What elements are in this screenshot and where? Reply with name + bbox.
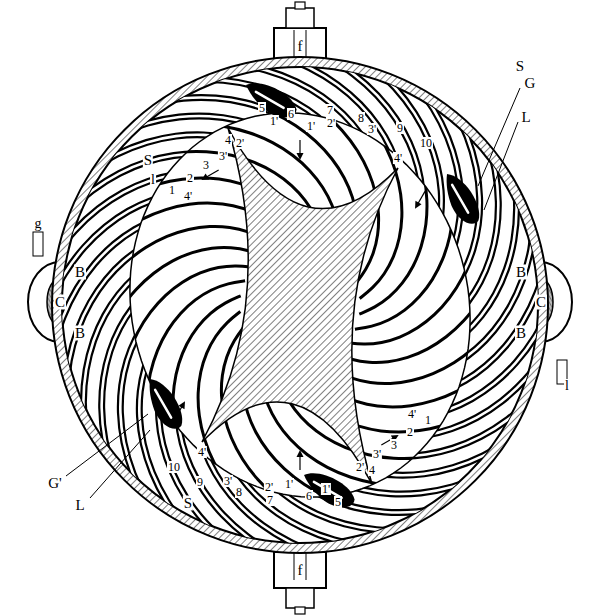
fitting-label: f bbox=[297, 39, 304, 54]
part-letter: C bbox=[54, 295, 66, 310]
flow-arrow bbox=[172, 400, 188, 421]
vane-root bbox=[139, 373, 188, 434]
callout-number: 4' bbox=[407, 408, 417, 420]
flow-arrow bbox=[297, 450, 304, 470]
callout-number: 4 bbox=[368, 464, 376, 476]
callout-number: 9 bbox=[196, 476, 204, 488]
callout-number: 4' bbox=[183, 190, 193, 202]
callout-number: 4 bbox=[224, 134, 232, 146]
part-letter: S bbox=[515, 59, 525, 74]
callout-number: 2' bbox=[235, 137, 245, 149]
callout-number: 7 bbox=[266, 494, 274, 506]
part-letter: B bbox=[74, 326, 86, 341]
callout-number: 2' bbox=[326, 117, 336, 129]
callout-number: 1' bbox=[284, 478, 294, 490]
runner-rim bbox=[130, 113, 470, 497]
callout-number: 5 bbox=[334, 496, 342, 508]
callout-number: 5 bbox=[258, 102, 266, 114]
callout-number: 8 bbox=[235, 486, 243, 498]
vane-root bbox=[298, 465, 359, 514]
guide-vanes bbox=[21, 25, 579, 585]
callout-number: 8 bbox=[357, 112, 365, 124]
part-letter: G bbox=[524, 76, 537, 91]
part-letter: B bbox=[515, 326, 527, 341]
callout-number: 10 bbox=[167, 461, 181, 473]
runner-vanes bbox=[90, 95, 510, 515]
leader-line bbox=[66, 414, 148, 476]
part-letter: B bbox=[74, 265, 86, 280]
leader-line bbox=[90, 430, 150, 498]
callout-number: 4' bbox=[393, 152, 403, 164]
callout-number: 3' bbox=[218, 150, 228, 162]
part-letter: S bbox=[183, 496, 193, 511]
callout-number: 3' bbox=[372, 448, 382, 460]
callout-number: 10 bbox=[419, 137, 433, 149]
pipe-fitting bbox=[274, 550, 326, 614]
callout-number: 6 bbox=[287, 108, 295, 120]
callout-number: 1' bbox=[321, 483, 331, 495]
part-letter: B bbox=[515, 265, 527, 280]
part-letter: C bbox=[535, 295, 547, 310]
part-letter: G' bbox=[47, 476, 63, 491]
callout-number: 2' bbox=[264, 481, 274, 493]
callout-number: 1' bbox=[306, 120, 316, 132]
screw-label: g bbox=[34, 217, 43, 231]
hub bbox=[202, 128, 398, 484]
part-letter: S bbox=[143, 153, 153, 168]
pipe-fitting bbox=[274, 2, 326, 64]
callout-number: 2' bbox=[355, 461, 365, 473]
flow-arrow bbox=[412, 190, 428, 211]
callout-number: 3' bbox=[367, 123, 377, 135]
part-letter: L bbox=[520, 110, 531, 125]
leader-line bbox=[484, 122, 518, 210]
part-letter: L bbox=[74, 498, 85, 513]
callout-number: 7 bbox=[326, 104, 334, 116]
callout-number: 2 bbox=[406, 426, 414, 438]
callout-number: 1 bbox=[168, 184, 176, 196]
callout-number: 2 bbox=[186, 172, 194, 184]
housing bbox=[52, 57, 548, 553]
callout-number: 4' bbox=[197, 446, 207, 458]
flow-arrow bbox=[297, 140, 304, 160]
callout-number: 9 bbox=[396, 122, 404, 134]
vane-root bbox=[436, 168, 485, 229]
part-letter: l bbox=[564, 379, 570, 393]
part-letter: l bbox=[150, 173, 156, 187]
fitting-label: f bbox=[297, 563, 304, 578]
callout-number: 3' bbox=[223, 475, 233, 487]
callout-number: 6 bbox=[305, 490, 313, 502]
screw bbox=[33, 232, 43, 256]
callout-number: 1 bbox=[424, 414, 432, 426]
callout-number: 3 bbox=[390, 439, 398, 451]
callout-number: 3 bbox=[202, 159, 210, 171]
callout-number: 1' bbox=[269, 115, 279, 127]
